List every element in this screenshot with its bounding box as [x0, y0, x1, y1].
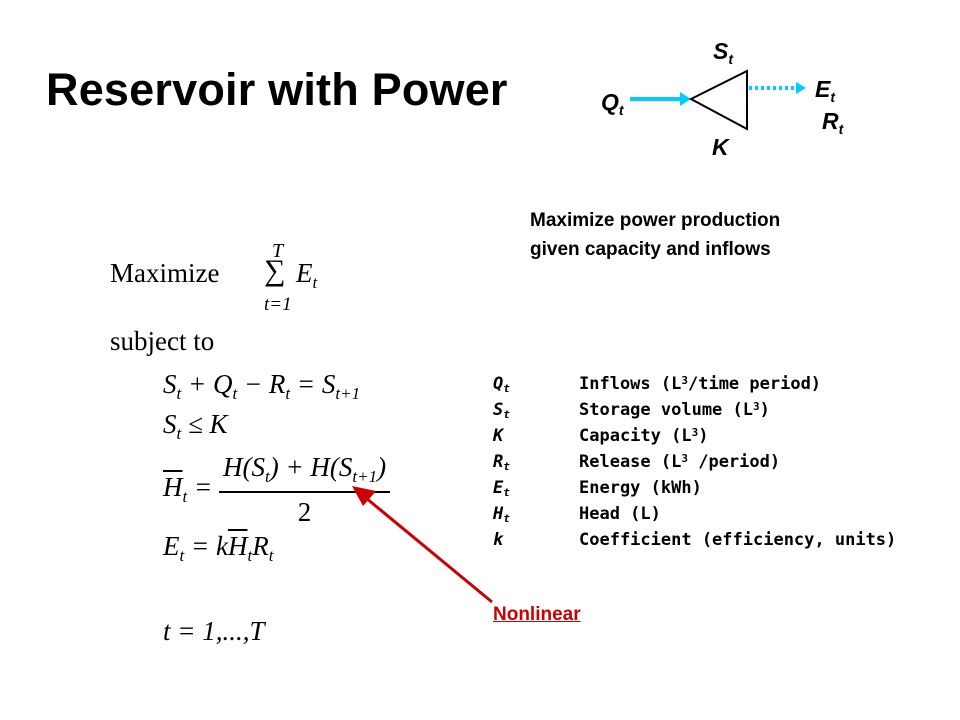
legend-row: Ht Head (L)	[493, 503, 661, 525]
sum-lower-limit: t=1	[264, 294, 292, 315]
reservoir-diagram	[630, 69, 806, 131]
capacity-constraint: St ≤ K	[163, 409, 228, 443]
legend-row: Et Energy (kWh)	[493, 477, 702, 499]
sum-symbol: ∑	[264, 254, 286, 287]
diagram-release-label: Rt	[822, 108, 844, 137]
diagram-inflow-label: Qt	[601, 89, 624, 118]
legend-row: K Capacity (L3)	[493, 425, 709, 447]
variable-legend: Qt Inflows (L3/time period) St Storage v…	[493, 371, 896, 553]
maximize-label: Maximize	[110, 258, 220, 288]
description-line-1: Maximize power production	[530, 210, 781, 231]
energy-equation: Et = kHtRt	[163, 531, 274, 565]
legend-row: Qt Inflows (L3/time period)	[493, 373, 822, 395]
description-line-2: given capacity and inflows	[530, 239, 771, 260]
slide-title: Reservoir with Power	[46, 64, 508, 115]
objective-description: Maximize power production given capacity…	[530, 206, 780, 264]
diagram-energy-label: Et	[815, 76, 836, 105]
nonlinear-label: Nonlinear	[493, 604, 581, 625]
mass-balance-equation: St + Qt − Rt = St+1	[163, 369, 361, 403]
diagram-capacity-label: K	[712, 134, 729, 160]
sum-upper-limit: T	[272, 240, 284, 262]
sum-term: Et	[296, 258, 318, 292]
diagram-storage-label: St	[713, 38, 734, 67]
legend-row: St Storage volume (L3)	[493, 399, 770, 421]
energy-arrowhead	[796, 82, 806, 94]
inflow-arrowhead	[680, 92, 691, 106]
average-head-equation: Ht = H(St) + H(St+1)2	[163, 452, 391, 528]
reservoir-triangle	[688, 69, 748, 131]
time-range: t = 1,...,T	[163, 616, 265, 646]
legend-row: k Coefficient (efficiency, units)	[493, 529, 897, 551]
legend-row: Rt Release (L3 /period)	[493, 451, 781, 473]
subject-to-label: subject to	[110, 326, 215, 356]
